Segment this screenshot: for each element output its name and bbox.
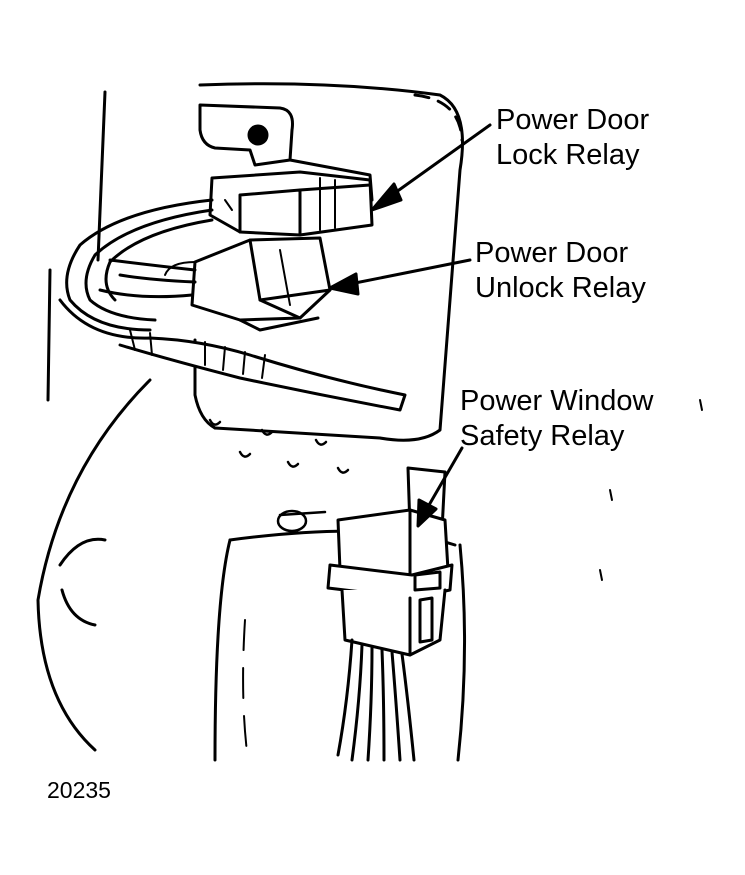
panel-fasteners	[208, 418, 350, 533]
unlock-relay-label: Power Door Unlock Relay	[475, 236, 646, 306]
lock-relay-label: Power Door Lock Relay	[496, 103, 649, 173]
window-relay-label-line1: Power Window	[460, 385, 654, 417]
window-relay-arrowhead	[416, 498, 438, 528]
lock-relay-leader	[383, 123, 492, 202]
leader-arrows	[328, 123, 492, 528]
figure-number: 20235	[47, 777, 111, 803]
unlock-relay-label-line2: Unlock Relay	[475, 272, 646, 304]
unlock-relay-label-line1: Power Door	[475, 237, 629, 269]
panel-outline	[36, 82, 703, 762]
window-relay-label: Power Window Safety Relay	[460, 384, 653, 454]
lock-relay-label-line2: Lock Relay	[496, 139, 640, 171]
lower-wires	[336, 638, 416, 762]
unlock-relay-leader	[343, 258, 472, 287]
unlock-relay-arrowhead	[328, 272, 360, 296]
window-relay	[326, 466, 454, 657]
lock-relay	[208, 170, 374, 237]
unlock-relay	[190, 236, 332, 332]
window-relay-label-line2: Safety Relay	[460, 420, 625, 452]
lock-relay-label-line1: Power Door	[496, 104, 650, 136]
window-relay-leader	[423, 446, 464, 514]
lock-relay-arrowhead	[370, 182, 403, 212]
upper-wire-harness	[58, 198, 407, 412]
